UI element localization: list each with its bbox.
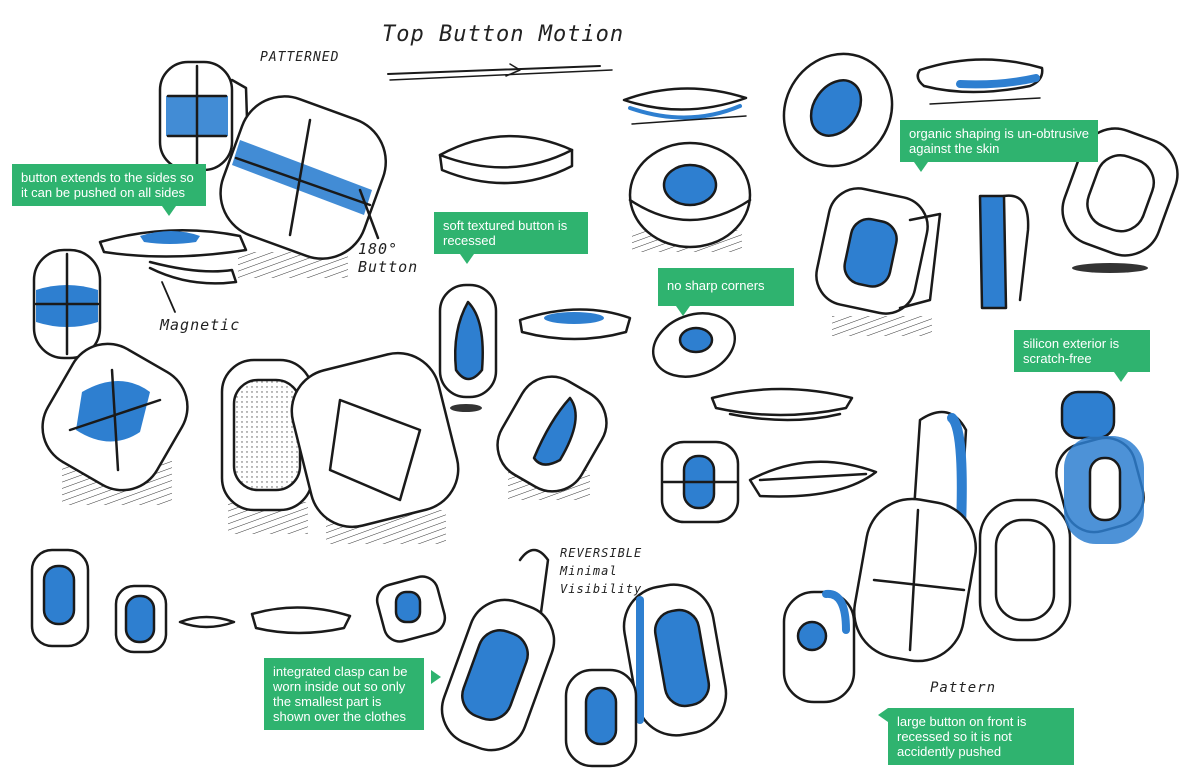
sketch-bottom-small-square — [375, 575, 447, 643]
callout-silicon-exterior: silicon exterior is scratch-free — [1014, 330, 1150, 382]
sketch-bottom-flat-2 — [250, 606, 352, 635]
sketch-flat-diamond — [748, 460, 878, 498]
callout-soft-textured: soft textured button is recessed — [434, 212, 588, 264]
sketch-reversible-pendant — [440, 548, 556, 752]
sketch-silicon-device — [1055, 390, 1145, 544]
sketch-small-oval-puck — [651, 312, 737, 378]
sketch-left-capsule — [32, 248, 102, 360]
sketch-clip-device — [815, 187, 942, 336]
callout-silicon-exterior-text: silicon exterior is scratch-free — [1023, 336, 1120, 366]
callout-integrated-clasp: integrated clasp can be worn inside out … — [264, 658, 441, 730]
sketch-patterned-device — [158, 60, 250, 172]
label-pattern-bottom: Pattern — [930, 680, 997, 696]
callout-no-sharp-corners-text: no sharp corners — [667, 278, 765, 293]
sketch-top-right-oval — [782, 52, 894, 168]
sketch-bottom-capsule-2 — [114, 584, 168, 654]
callout-tail — [914, 162, 928, 172]
callout-no-sharp-corners: no sharp corners — [658, 268, 794, 316]
sketch-flat-pillow-1 — [438, 135, 574, 185]
label-patterned-top: PATTERNED — [260, 50, 340, 65]
sketch-outline-pendant — [978, 498, 1072, 642]
sketch-bottom-capsule-1 — [30, 548, 90, 648]
sketch-small-square-device — [660, 440, 740, 524]
callout-button-sides-text: button extends to the sides so it can be… — [21, 170, 194, 200]
label-reversible: REVERSIBLE Minimal Visibility — [560, 546, 643, 596]
sketch-top-right-pillow — [916, 58, 1044, 105]
label-magnetic: Magnetic — [160, 316, 241, 334]
callout-tail — [162, 206, 176, 216]
callout-integrated-clasp-text: integrated clasp can be worn inside out … — [273, 664, 408, 724]
callout-organic-shaping: organic shaping is un-obtrusive against … — [900, 120, 1098, 172]
sketch-clip-side — [978, 194, 1030, 310]
sketch-clasp-small — [564, 668, 638, 768]
callout-button-sides: button extends to the sides so it can be… — [12, 164, 206, 216]
title-underline — [387, 63, 613, 81]
callout-tail — [460, 254, 474, 264]
callout-large-button-text: large button on front is recessed so it … — [897, 714, 1027, 759]
sketch-flat-pillow-2 — [622, 87, 748, 125]
callout-organic-shaping-text: organic shaping is un-obtrusive against … — [909, 126, 1089, 156]
sketch-recessed-button-angled — [496, 375, 608, 500]
callout-soft-textured-text: soft textured button is recessed — [443, 218, 568, 248]
sheet-title: Top Button Motion — [382, 22, 625, 47]
callout-tail — [878, 708, 888, 722]
label-180-button: 180° Button — [358, 240, 419, 276]
callout-large-button: large button on front is recessed so it … — [878, 708, 1074, 765]
sketch-round-puck — [628, 141, 752, 252]
sketch-round-button-clip — [782, 589, 856, 704]
sketch-large-pendant — [852, 410, 978, 663]
sketch-recessed-button-flat — [518, 308, 632, 341]
callout-tail — [431, 670, 441, 684]
sketch-flat-tray — [710, 387, 854, 422]
callout-tail — [1114, 372, 1128, 382]
sketch-bottom-flat-1 — [178, 615, 236, 629]
sketch-180-button-device — [219, 95, 388, 278]
sketch-flat-side-device — [98, 228, 248, 313]
sketch-textured-pads — [220, 351, 460, 544]
sketch-recessed-button-tall — [438, 283, 498, 412]
sketch-clasp-device — [622, 583, 728, 737]
sketch-angled-capsule — [41, 342, 189, 505]
callout-tail — [676, 306, 690, 316]
